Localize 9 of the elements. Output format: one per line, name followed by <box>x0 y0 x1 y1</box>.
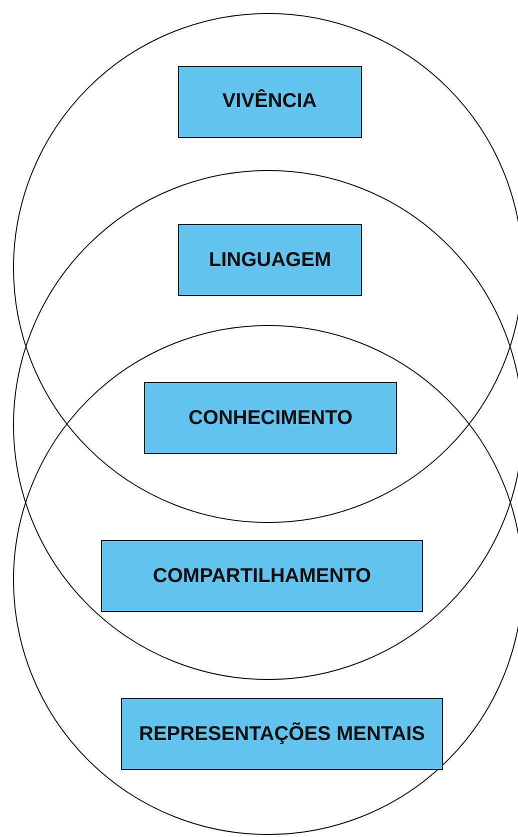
box-label: VIVÊNCIA <box>222 90 317 113</box>
box-label: LINGUAGEM <box>208 248 332 272</box>
concept-box <box>178 224 362 296</box>
box-label: COMPARTILHAMENTO <box>152 564 372 588</box>
box-label: CONHECIMENTO <box>188 406 353 430</box>
concept-box <box>178 66 362 138</box>
box-label: REPRESENTAÇÕES MENTAIS <box>139 722 425 746</box>
concept-box <box>144 382 397 454</box>
concept-box <box>101 540 423 612</box>
